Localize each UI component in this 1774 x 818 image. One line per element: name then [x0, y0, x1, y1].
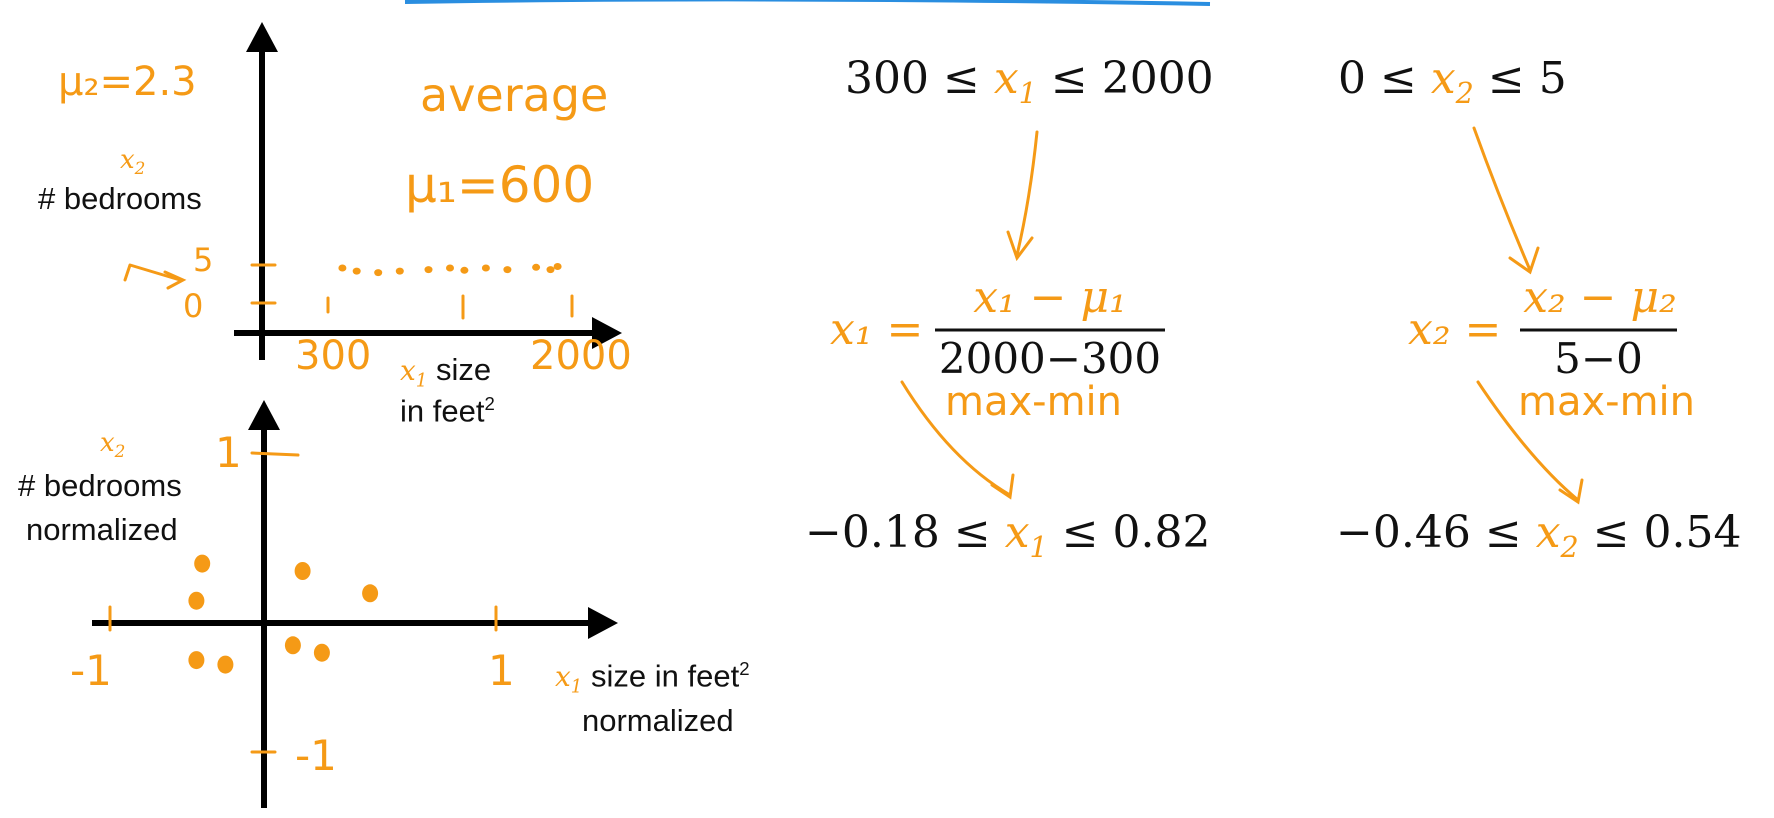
top-x-tick-300: 300 [295, 333, 372, 379]
bottom-chart-ticks [108, 451, 498, 754]
bottom-y-arrowhead [248, 400, 280, 430]
top-data-point [546, 266, 555, 274]
top-data-point [481, 264, 490, 272]
bottom-y-tick-neg1: -1 [295, 731, 337, 780]
top-y-tick-0: 0 [183, 287, 204, 325]
mu2-annotation: μ₂=2.3 [58, 59, 197, 105]
top-data-point [395, 267, 404, 275]
top-y-arrowhead [246, 22, 278, 52]
bottom-y-tick-1: 1 [215, 428, 242, 477]
bottom-data-point [294, 562, 311, 580]
result-x1: −0.18 ≤ x1 ≤ 0.82 [805, 507, 1211, 564]
top-x-arrowhead [592, 317, 622, 349]
top-data-point [446, 264, 454, 272]
top-data-point [374, 269, 383, 277]
bottom-y-label-line2: normalized [26, 512, 178, 547]
top-x-label: x1 size [400, 352, 492, 392]
arrow-range1-to-formula1 [1006, 130, 1039, 262]
top-data-point [532, 263, 541, 271]
bottom-data-point [188, 591, 205, 610]
bottom-y-var: x2 [100, 428, 126, 462]
arrow-formula2-to-result2 [1476, 380, 1584, 505]
range-x1: 300 ≤ x1 ≤ 2000 [845, 53, 1214, 110]
bottom-chart-points [188, 554, 379, 674]
top-y-label: # bedrooms [38, 181, 202, 216]
top-x-var: x1 [400, 354, 428, 392]
top-y-tick-5: 5 [193, 241, 214, 279]
formula2-note: max-min [1518, 379, 1696, 425]
bottom-x-label-line2: normalized [582, 703, 734, 738]
bottom-x-tick-neg1: -1 [70, 646, 112, 695]
bottom-chart-axes [92, 400, 618, 808]
bottom-data-point [217, 655, 234, 674]
formula1-lhs: x₁ = [830, 304, 924, 355]
arrow-formula1-to-result1 [900, 380, 1015, 500]
top-data-point [503, 266, 512, 274]
formula2-lhs: x₂ = [1408, 304, 1502, 355]
top-chart-ticks [123, 263, 574, 320]
top-data-point [553, 263, 562, 270]
top-x-tick-2000: 2000 [530, 333, 632, 379]
arrow-range2-to-formula2 [1472, 126, 1540, 275]
bottom-x-arrowhead [588, 607, 618, 639]
top-data-point [424, 266, 433, 274]
top-chart-points [338, 263, 562, 277]
bottom-x-label: x1 size in feet2 [555, 658, 750, 698]
bottom-data-point [362, 584, 379, 603]
top-data-point [352, 267, 361, 275]
top-chart-axes [234, 22, 622, 360]
bottom-y-label-line1: # bedrooms [18, 468, 182, 503]
average-annotation: average [420, 68, 609, 122]
result-x2: −0.46 ≤ x2 ≤ 0.54 [1336, 507, 1742, 564]
top-data-point [460, 266, 469, 274]
range-x2: 0 ≤ x2 ≤ 5 [1338, 53, 1567, 110]
bottom-data-point [313, 643, 330, 662]
bottom-x-var: x1 [555, 660, 583, 698]
formula1-note: max-min [945, 379, 1123, 425]
equation-arrows [900, 126, 1584, 505]
bottom-data-point [188, 651, 205, 670]
top-y-var: x2 [120, 145, 146, 179]
formula2-numerator: x₂ − μ₂ [1523, 272, 1677, 323]
bottom-data-point [194, 554, 211, 573]
formula1-numerator: x₁ − μ₁ [973, 272, 1127, 323]
formula1-denominator: 2000−300 [938, 334, 1162, 383]
top-x-label-line2: in feet2 [400, 393, 495, 429]
mu1-annotation: μ₁=600 [405, 156, 595, 214]
top-blue-bar [404, 0, 1211, 6]
bottom-x-tick-1: 1 [488, 646, 515, 695]
bottom-data-point [284, 636, 301, 655]
top-data-point [338, 264, 347, 272]
formula2-denominator: 5−0 [1554, 334, 1643, 383]
